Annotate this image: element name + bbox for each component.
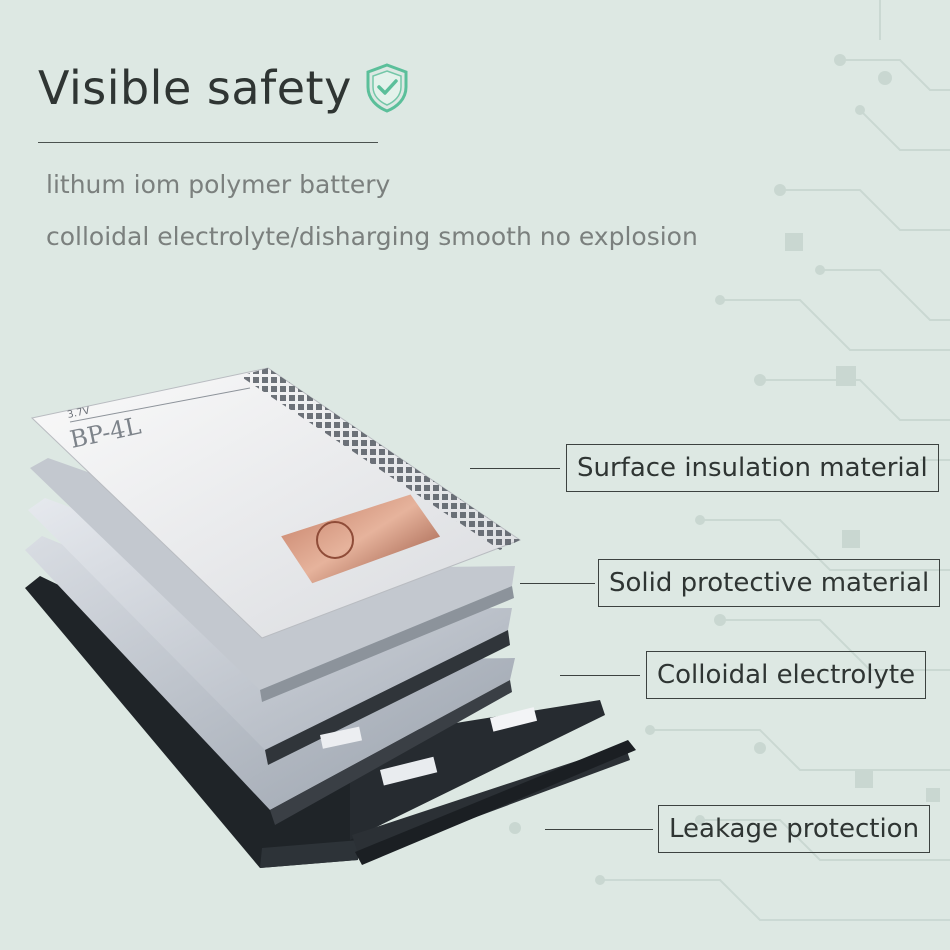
leader-line-2 [520,583,595,584]
leader-line-1 [470,468,560,469]
label-solid-protective: Solid protective material [598,559,941,607]
label-colloidal-electrolyte: Colloidal electrolyte [646,651,927,699]
page-title: Visible safety [38,61,352,115]
label-leakage-protection: Leakage protection [658,805,931,853]
battery-voltage-text: 3.7V [66,405,91,421]
title-divider [38,142,378,143]
leader-line-3 [560,675,640,676]
title-block: Visible safety [38,62,410,114]
shield-check-icon [366,63,408,113]
battery-label-sheet [30,367,522,639]
label-surface-insulation: Surface insulation material [566,444,939,492]
battery-exploded-illustration: 3.7V BP-4L [25,367,636,868]
subtitle-features: colloidal electrolyte/disharging smooth … [46,222,698,251]
subtitle-battery-type: lithum iom polymer battery [46,170,391,199]
leader-line-4 [545,829,653,830]
